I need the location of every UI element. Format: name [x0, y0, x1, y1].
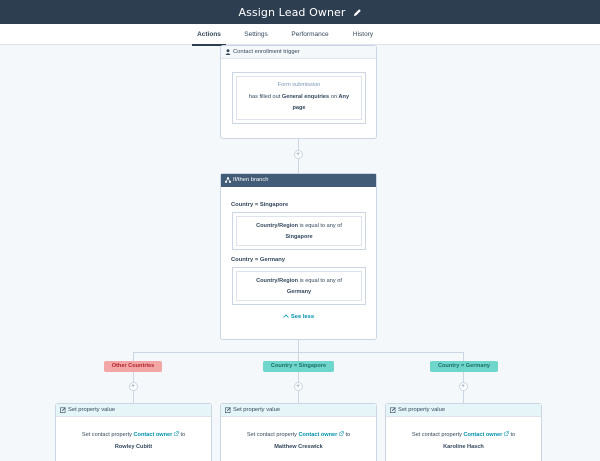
trigger-filter-inner — [236, 76, 362, 120]
action-value: Rowley Cubitt — [114, 444, 153, 450]
external-link-icon[interactable] — [174, 431, 179, 436]
connector-line — [298, 352, 299, 403]
branch-icon — [225, 177, 231, 183]
action-description: Set contact property Contact owner to — [246, 431, 351, 438]
add-action-button[interactable]: + — [458, 382, 468, 391]
tab-actions[interactable]: Actions — [192, 24, 226, 46]
set-property-card-other[interactable]: Set property value Set contact property … — [55, 403, 212, 461]
trigger-card-title: Contact enrollment trigger — [233, 49, 300, 55]
branch-label-germany: Country = Germany — [231, 257, 285, 263]
action-card-header: Set property value — [56, 404, 211, 417]
external-link-icon[interactable] — [339, 431, 344, 436]
branch-condition-singapore: Country/Region is equal to any of Singap… — [232, 212, 366, 250]
action-value: Matthew Creswick — [274, 444, 323, 450]
add-action-button[interactable]: + — [128, 382, 138, 391]
connector-line — [463, 352, 464, 403]
add-action-button[interactable]: + — [293, 150, 303, 159]
add-action-button[interactable]: + — [293, 382, 303, 391]
set-property-card-germany[interactable]: Set property value Set contact property … — [385, 403, 542, 461]
edit-property-icon — [225, 407, 231, 413]
action-value: Karoline Hasch — [443, 444, 484, 450]
workflow-title: Assign Lead Owner — [238, 5, 346, 19]
tab-history[interactable]: History — [352, 31, 374, 38]
tab-performance[interactable]: Performance — [291, 31, 329, 38]
condition-inner — [236, 271, 362, 301]
branch-card-title: If/then branch — [233, 177, 269, 183]
condition-value: Germany — [286, 289, 312, 295]
edit-property-icon — [390, 407, 396, 413]
branch-card-header: If/then branch — [221, 174, 376, 187]
tab-settings[interactable]: Settings — [244, 31, 268, 38]
condition-value: Singapore — [285, 234, 313, 240]
trigger-card-header: Contact enrollment trigger — [221, 46, 376, 59]
branch-tag-germany: Country = Germany — [430, 361, 498, 372]
filter-condition-line1: has filled out General enquiries on Any — [248, 94, 350, 100]
branch-label-singapore: Country = Singapore — [231, 202, 289, 208]
condition-inner — [236, 216, 362, 246]
connector-line — [133, 352, 134, 403]
set-property-card-singapore[interactable]: Set property value Set contact property … — [220, 403, 377, 461]
branch-condition-germany: Country/Region is equal to any of German… — [232, 267, 366, 305]
external-link-icon[interactable] — [504, 431, 509, 436]
edit-property-icon — [60, 407, 66, 413]
branch-tag-other-countries: Other Countries — [104, 361, 162, 372]
filter-type: Form submission — [277, 82, 321, 88]
condition-text: Country/Region is equal to any of — [256, 278, 342, 284]
connector-line — [298, 340, 299, 352]
action-card-header: Set property value — [221, 404, 376, 417]
enrollment-trigger-card[interactable]: Contact enrollment trigger Form submissi… — [220, 45, 377, 139]
filter-condition-line2: page — [292, 105, 306, 111]
chevron-up-icon — [283, 314, 289, 319]
tab-bar: Actions Settings Performance History — [0, 24, 600, 46]
contact-icon — [225, 49, 231, 55]
trigger-filter-box: Form submission has filled out General e… — [232, 72, 366, 124]
see-less-link[interactable]: See less — [221, 312, 376, 322]
action-description: Set contact property Contact owner to — [411, 431, 516, 438]
action-card-header: Set property value — [386, 404, 541, 417]
condition-text: Country/Region is equal to any of — [256, 223, 342, 229]
pencil-icon[interactable] — [353, 8, 362, 17]
if-then-branch-card[interactable]: If/then branch Country = Singapore Count… — [220, 173, 377, 340]
workflow-header: Assign Lead Owner — [0, 0, 600, 24]
action-description: Set contact property Contact owner to — [81, 431, 186, 438]
branch-tag-singapore: Country = Singapore — [263, 361, 334, 372]
